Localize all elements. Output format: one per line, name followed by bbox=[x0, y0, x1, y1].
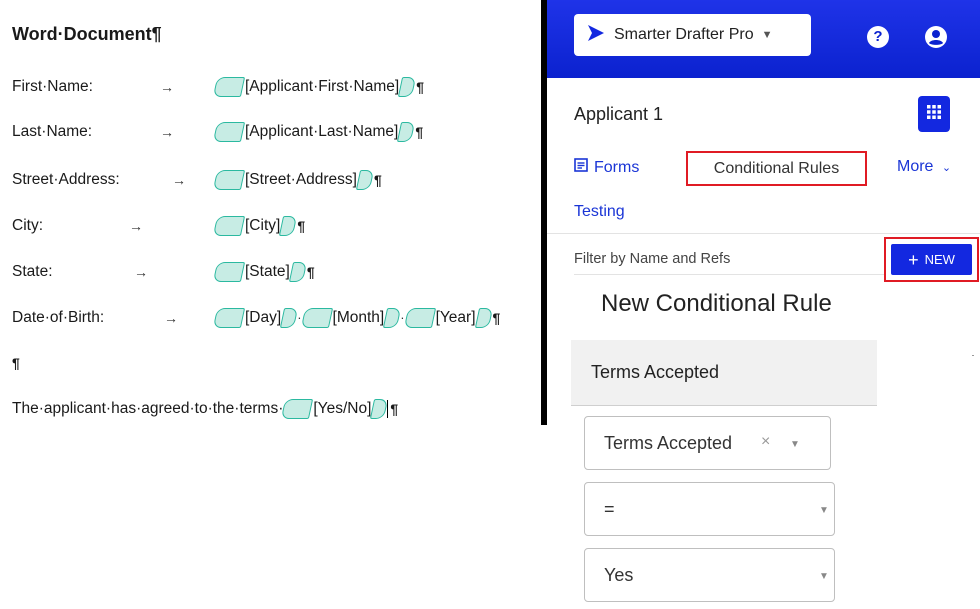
tab-testing[interactable]: Testing bbox=[574, 203, 625, 220]
pilcrow: ¶ bbox=[415, 124, 424, 140]
row-label: City: bbox=[12, 217, 43, 234]
value-select-value: Yes bbox=[604, 565, 634, 585]
scroll-indicator bbox=[972, 355, 974, 356]
new-button-label: NEW bbox=[924, 252, 955, 267]
row-label: Street·Address: bbox=[12, 171, 120, 188]
content-control[interactable]: [Applicant·First·Name] bbox=[212, 76, 417, 98]
tab-arrow: → bbox=[172, 172, 186, 188]
operator-select[interactable]: = ▼ bbox=[584, 482, 835, 536]
content-control[interactable]: [State] bbox=[212, 261, 307, 283]
tab-arrow: → bbox=[164, 310, 178, 326]
tab-forms-label: Forms bbox=[594, 158, 640, 176]
help-icon[interactable]: ? bbox=[867, 26, 889, 48]
value-select[interactable]: Yes ▼ bbox=[584, 548, 835, 602]
terms-paragraph: The·applicant·has·agreed·to·the·terms· [… bbox=[12, 396, 398, 422]
row-label: State: bbox=[12, 263, 53, 280]
chevron-down-icon: ⌄ bbox=[941, 162, 952, 174]
content-control-month[interactable]: [Month] bbox=[300, 307, 402, 329]
rule-title: New Conditional Rule bbox=[601, 290, 832, 317]
tab-arrow: → bbox=[160, 79, 174, 95]
content-control[interactable]: [Street·Address] bbox=[212, 169, 375, 191]
operator-select-value: = bbox=[604, 499, 615, 519]
tab-forms[interactable]: Forms bbox=[574, 158, 639, 177]
tab-more-label: More bbox=[897, 158, 934, 175]
separator: · bbox=[400, 310, 405, 325]
tab-arrow: → bbox=[160, 124, 174, 140]
pilcrow: ¶ bbox=[306, 264, 315, 280]
terms-sentence: The·applicant·has·agreed·to·the·terms· bbox=[12, 400, 284, 417]
tab-conditional-rules[interactable]: Conditional Rules bbox=[686, 151, 867, 186]
caret-down-icon: ▼ bbox=[761, 29, 773, 41]
apps-grid-button[interactable] bbox=[918, 96, 950, 132]
pilcrow: ¶ bbox=[416, 79, 424, 95]
divider bbox=[574, 274, 884, 275]
tab-more[interactable]: More ⌄ bbox=[897, 158, 951, 176]
divider bbox=[547, 233, 980, 234]
caret-down-icon: ▼ bbox=[819, 571, 829, 582]
content-control-year[interactable]: [Year] bbox=[403, 307, 493, 329]
top-bar: Smarter Drafter Pro ▼ ? bbox=[547, 0, 980, 78]
pane-divider bbox=[541, 0, 547, 425]
tab-arrow: → bbox=[134, 264, 148, 280]
empty-paragraph-pilcrow: ¶ bbox=[12, 355, 20, 371]
tab-arrow: → bbox=[129, 218, 143, 234]
row-label: Date·of·Birth: bbox=[12, 309, 105, 326]
rule-name-header[interactable]: Terms Accepted bbox=[571, 340, 877, 406]
app-logo-icon bbox=[586, 23, 606, 48]
text-cursor bbox=[387, 400, 389, 418]
app-name: Smarter Drafter Pro bbox=[614, 26, 754, 43]
pilcrow: ¶ bbox=[492, 310, 501, 326]
field-select-value: Terms Accepted bbox=[604, 433, 733, 453]
applicant-title: Applicant 1 bbox=[574, 104, 664, 124]
row-label: First·Name: bbox=[12, 78, 93, 95]
word-document: Word·Document¶ First·Name: → [Applicant·… bbox=[12, 24, 501, 422]
new-button[interactable]: + NEW bbox=[891, 244, 972, 275]
account-icon[interactable] bbox=[924, 25, 948, 49]
app-selector[interactable]: Smarter Drafter Pro ▼ bbox=[574, 14, 811, 56]
pilcrow: ¶ bbox=[297, 218, 306, 234]
pilcrow: ¶ bbox=[390, 401, 399, 417]
content-control[interactable]: [Applicant·Last·Name] bbox=[212, 121, 416, 143]
grid-icon bbox=[927, 104, 941, 124]
caret-down-icon: ▼ bbox=[819, 505, 829, 516]
smarter-drafter-panel: Smarter Drafter Pro ▼ ? Applicant 1 Form… bbox=[547, 0, 980, 609]
row-label: Last·Name: bbox=[12, 123, 93, 140]
document-title: Word·Document¶ bbox=[12, 24, 162, 44]
clear-icon[interactable]: × bbox=[761, 433, 771, 450]
content-control-yes-no[interactable]: [Yes/No] bbox=[281, 398, 389, 420]
caret-down-icon: ▼ bbox=[790, 439, 800, 450]
form-icon bbox=[574, 158, 588, 177]
rule-name: Terms Accepted bbox=[591, 362, 720, 382]
content-control-day[interactable]: [Day] bbox=[212, 307, 299, 329]
new-button-highlight: + NEW bbox=[884, 237, 979, 282]
content-control[interactable]: [City] bbox=[212, 215, 298, 237]
field-select[interactable]: Terms Accepted × ▼ bbox=[584, 416, 831, 470]
plus-icon: + bbox=[908, 249, 919, 270]
pilcrow: ¶ bbox=[374, 172, 382, 188]
separator: · bbox=[297, 310, 302, 325]
filter-input[interactable]: Filter by Name and Refs bbox=[574, 251, 731, 267]
